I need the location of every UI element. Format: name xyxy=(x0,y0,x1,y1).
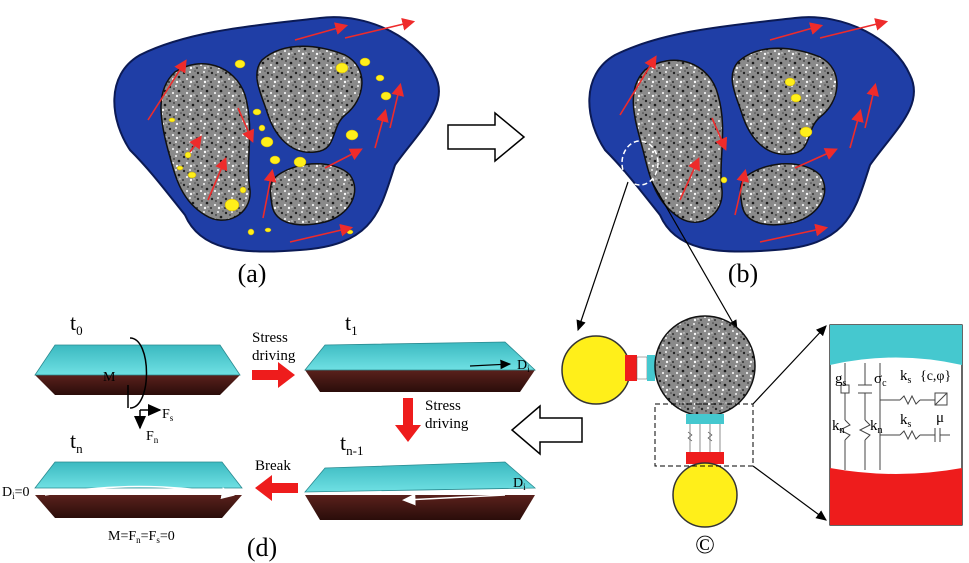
panel-label-a: (a) xyxy=(238,259,267,288)
contact-teal-left xyxy=(647,355,655,381)
grain-large-b xyxy=(632,59,724,223)
bond-t1 xyxy=(304,341,537,392)
zoom-box-c xyxy=(654,403,754,467)
detail-red-block xyxy=(830,468,962,525)
detail-teal-block xyxy=(830,325,962,365)
label-tn: tn xyxy=(70,428,83,456)
label-Di-zero: Di=0 xyxy=(2,485,30,501)
bond-tn xyxy=(34,461,243,518)
yellow-particle-left-c xyxy=(561,335,631,405)
label-equation: M=Fn=Fs=0 xyxy=(108,529,175,545)
contact-red-left xyxy=(625,355,637,381)
label-Fs: Fs xyxy=(162,407,174,423)
label-kn-left: kn xyxy=(832,418,845,436)
red-left-arrow-icon xyxy=(255,475,298,501)
label-tn1: tn-1 xyxy=(340,430,363,458)
bond-springs-mini xyxy=(687,424,721,452)
panel-c: © xyxy=(561,315,756,559)
yellow-particles-b xyxy=(720,77,813,184)
zoom-circle xyxy=(621,140,659,186)
contact-red-bottom xyxy=(686,452,724,464)
label-c-phi: {c,φ} xyxy=(920,369,951,384)
panel-label-d: (d) xyxy=(247,533,277,562)
label-t1: t1 xyxy=(345,310,358,338)
label-ks-bottom: ks xyxy=(900,412,912,430)
label-sigma: σc xyxy=(874,371,887,389)
label-gs: gs xyxy=(835,371,847,389)
label-ks-top: ks xyxy=(900,368,912,386)
bond-gap-left xyxy=(636,356,648,380)
hollow-left-arrow-icon xyxy=(510,404,583,456)
yellow-particles-a xyxy=(168,57,392,236)
panel-label-b: (b) xyxy=(728,259,758,288)
label-stress-driving-1: Stress driving xyxy=(252,330,296,364)
label-kn-right: kn xyxy=(870,418,883,436)
zoom-lines-c-to-detail xyxy=(752,325,827,521)
zoom-lines-b-to-c xyxy=(576,181,738,332)
contact-teal-top xyxy=(686,414,724,424)
bond-t0 xyxy=(34,337,241,430)
grain-lower-b xyxy=(739,163,826,226)
label-Di-1: Di xyxy=(517,358,530,374)
panel-b: (b) xyxy=(588,16,916,288)
grain-large-a xyxy=(160,63,251,221)
label-Fn: Fn xyxy=(146,429,159,445)
label-mu: μ xyxy=(936,410,944,426)
grain-particle-c xyxy=(654,315,756,417)
yellow-particle-bottom-c xyxy=(672,462,738,528)
grain-upper-right-a xyxy=(256,45,363,153)
flow-arrows-a xyxy=(147,18,416,243)
detail-spring-lines xyxy=(838,363,950,470)
grain-lower-a xyxy=(269,163,356,226)
contact-model-detail: gs σc ks {c,φ} kn kn ks μ xyxy=(829,324,963,526)
label-t0: t0 xyxy=(70,310,83,338)
bond-tn1 xyxy=(304,461,537,520)
panel-label-c: © xyxy=(695,530,715,559)
flow-arrows-b xyxy=(619,18,889,243)
label-break: Break xyxy=(255,458,291,474)
label-Di-2: Di xyxy=(513,476,526,492)
red-down-arrow-icon xyxy=(395,398,421,442)
panel-d: t0 t1 tn tn-1 Stress driving Stress driv… xyxy=(2,310,537,562)
label-stress-driving-2: Stress driving xyxy=(425,398,469,432)
label-M: M xyxy=(103,370,116,385)
hollow-right-arrow-icon xyxy=(447,111,526,163)
red-right-arrow-icon xyxy=(252,362,295,388)
panel-a: (a) xyxy=(113,16,441,288)
